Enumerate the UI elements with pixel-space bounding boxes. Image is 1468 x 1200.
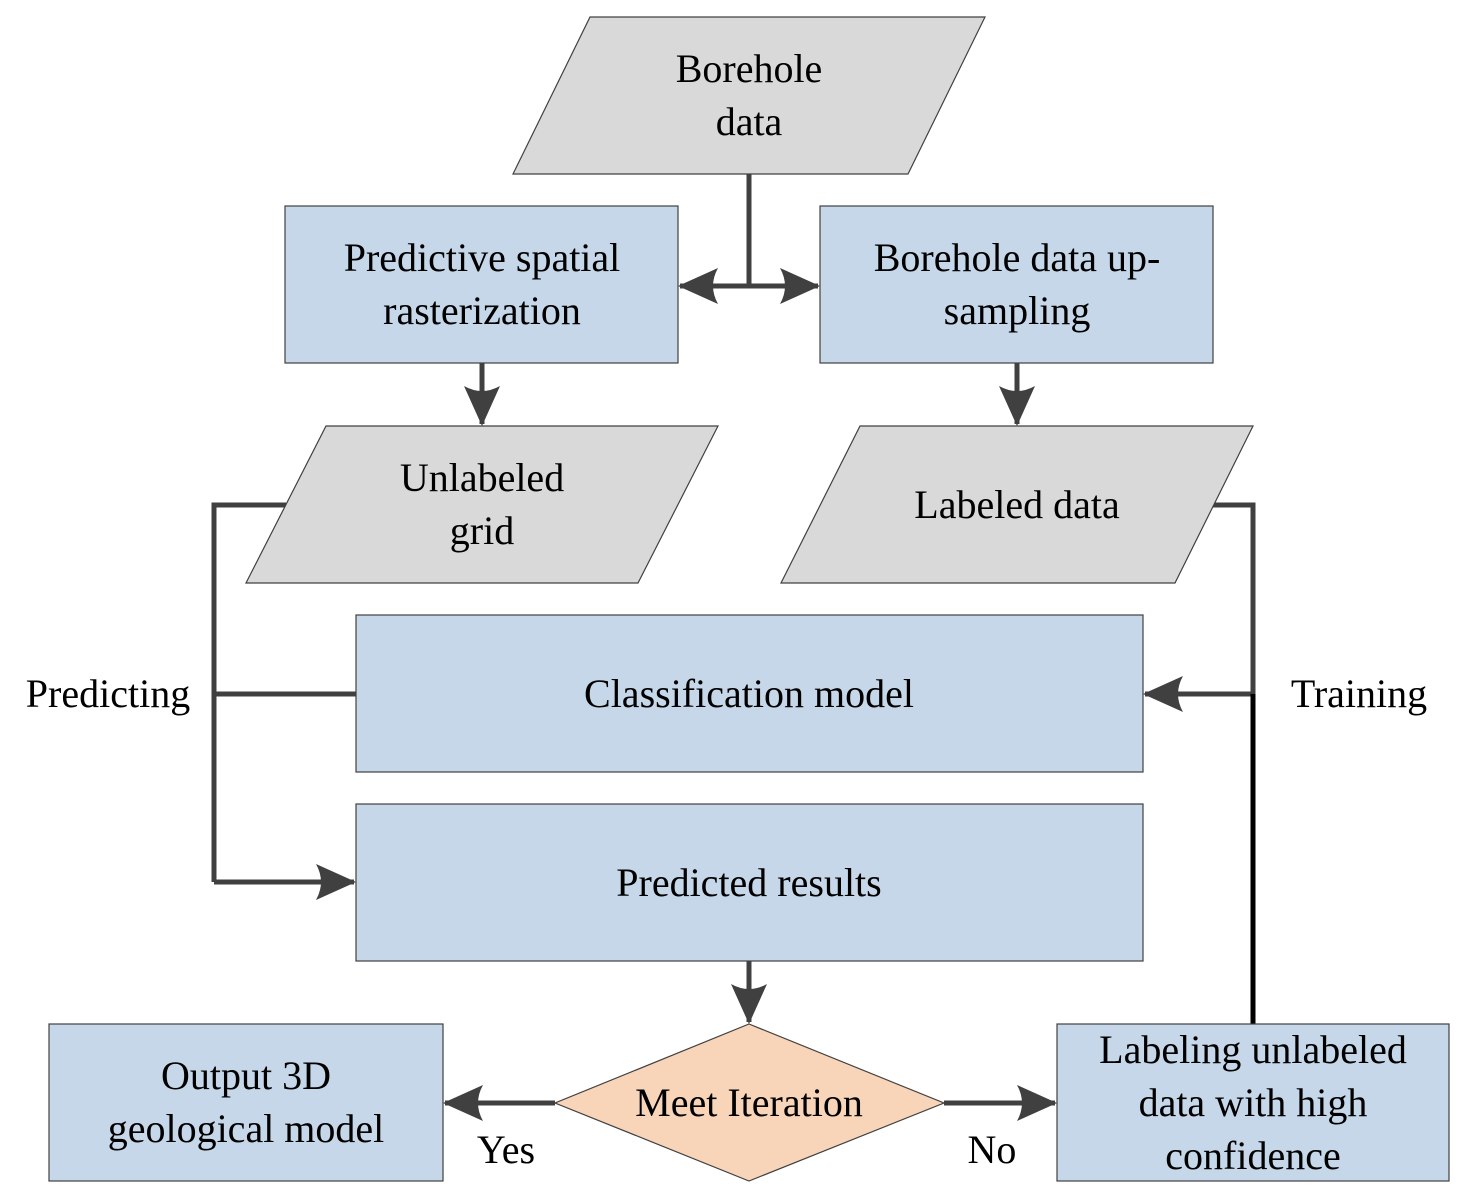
node-label: data <box>716 99 783 144</box>
connectors <box>211 174 1256 1121</box>
connector-labeled-data-right <box>1213 502 1256 694</box>
node-unlabeled-grid: Unlabeled grid <box>245 425 719 584</box>
node-labeling-unlabeled: Labeling unlabeled data with high confid… <box>1056 1023 1450 1182</box>
node-label: grid <box>450 508 514 553</box>
connector-unlabeled-grid-left <box>211 502 286 882</box>
edge-label-yes: Yes <box>477 1127 535 1172</box>
node-label: geological model <box>108 1106 385 1151</box>
node-label: Output 3D <box>161 1053 331 1098</box>
edge-label-predicting: Predicting <box>26 671 190 716</box>
node-classification-model: Classification model <box>355 614 1144 773</box>
edge-label-no: No <box>968 1127 1017 1172</box>
node-upsampling: Borehole data up- sampling <box>819 205 1214 364</box>
node-labeled-data: Labeled data <box>780 425 1254 584</box>
node-predicted-results: Predicted results <box>355 803 1144 962</box>
node-label: Classification model <box>584 671 914 716</box>
node-label: data with high <box>1139 1080 1368 1125</box>
node-label: Labeling unlabeled <box>1099 1027 1407 1072</box>
node-label: Labeled data <box>914 482 1120 527</box>
node-borehole-data: Borehole data <box>512 16 986 175</box>
node-label: Borehole <box>676 46 823 91</box>
node-label: rasterization <box>383 288 581 333</box>
edge-label-training: Training <box>1291 671 1427 716</box>
node-meet-iteration: Meet Iteration <box>553 1023 946 1182</box>
node-label: sampling <box>944 288 1091 333</box>
node-output-model: Output 3D geological model <box>48 1023 444 1182</box>
node-predictive-rasterization: Predictive spatial rasterization <box>284 205 679 364</box>
node-label: Unlabeled <box>400 455 564 500</box>
node-label: Borehole data up- <box>874 235 1161 280</box>
node-label: confidence <box>1165 1133 1340 1178</box>
node-label: Predictive spatial <box>344 235 621 280</box>
node-label: Meet Iteration <box>635 1080 863 1125</box>
node-label: Predicted results <box>616 860 882 905</box>
